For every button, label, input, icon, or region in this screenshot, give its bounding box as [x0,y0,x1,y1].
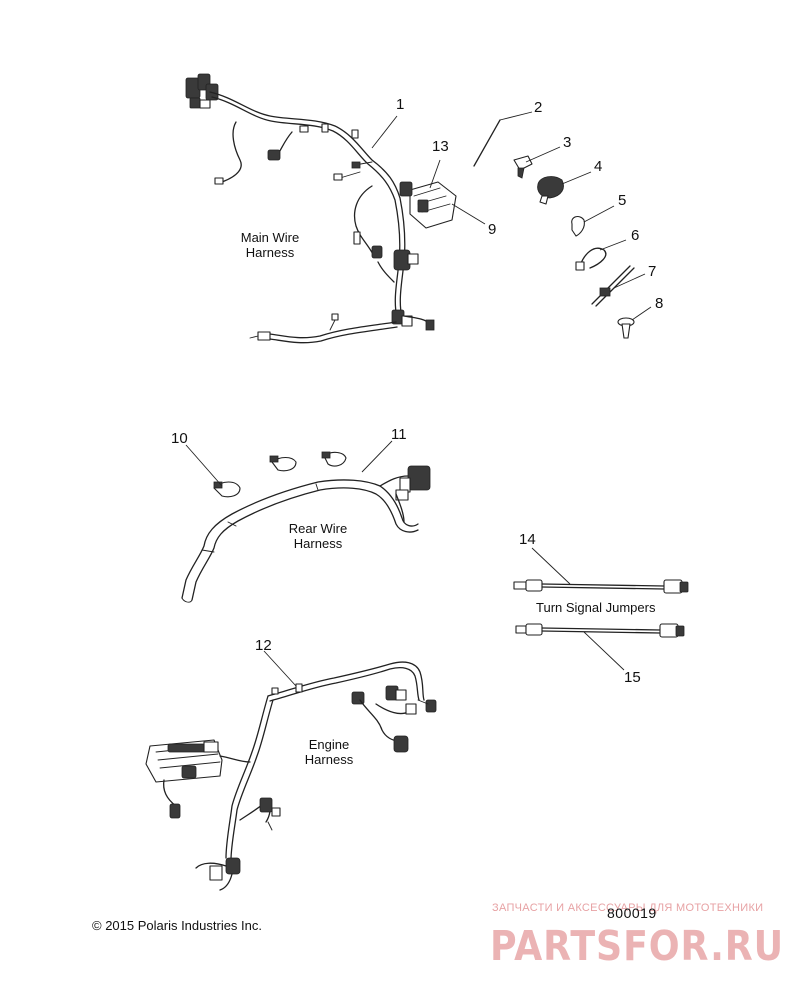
watermark-tagline: ЗАПЧАСТИ И АКСЕССУАРЫ ДЛЯ МОТОТЕХНИКИ [492,902,764,914]
callout-4: 4 [594,158,603,175]
figure-id: 800019 [607,905,657,921]
callout-15: 15 [624,669,641,686]
part-5-clamp [571,215,585,237]
callout-9: 9 [488,221,497,238]
callout-6: 6 [631,227,640,244]
label-rear-wire-harness: Rear Wire Harness [288,521,348,551]
jumper-15 [515,623,685,638]
part-7-strap-tie [591,265,635,307]
engine-harness [145,661,437,891]
callout-1: 1 [396,96,405,113]
rear-harness-clips [213,451,347,498]
label-engine-harness: Engine Harness [304,737,354,767]
main-harness-top-connectors [185,73,219,109]
callout-3: 3 [563,134,572,151]
part-8-rivet [617,317,635,339]
loose-hardware-parts [473,119,635,339]
main-harness-module [399,181,457,229]
svg-text:PARTSFOR.RU: PARTSFOR.RU [490,922,784,968]
callout-5: 5 [618,192,627,209]
callout-8: 8 [655,295,664,312]
engine-harness-ecu [145,739,223,783]
callout-10: 10 [171,430,188,447]
turn-signal-jumpers [513,579,689,638]
callout-12: 12 [255,637,272,654]
callout-11: 11 [391,426,407,443]
callout-14: 14 [519,531,536,548]
main-wire-harness [185,73,457,344]
callout-7: 7 [648,263,657,280]
part-4-connector [537,176,564,205]
part-2-rod [473,119,501,167]
rear-wire-harness [181,451,431,603]
watermark-logo: PARTSFOR.RU [490,922,784,968]
part-3-clip [513,155,533,179]
callout-2: 2 [534,99,543,116]
leader-lines [185,111,652,687]
label-main-wire-harness: Main Wire Harness [240,230,300,260]
jumper-14 [513,579,689,594]
copyright-notice: © 2015 Polaris Industries Inc. [92,918,262,933]
callout-13: 13 [432,138,449,155]
part-6-cable-tie [575,247,607,271]
label-turn-signal-jumpers: Turn Signal Jumpers [536,600,656,615]
